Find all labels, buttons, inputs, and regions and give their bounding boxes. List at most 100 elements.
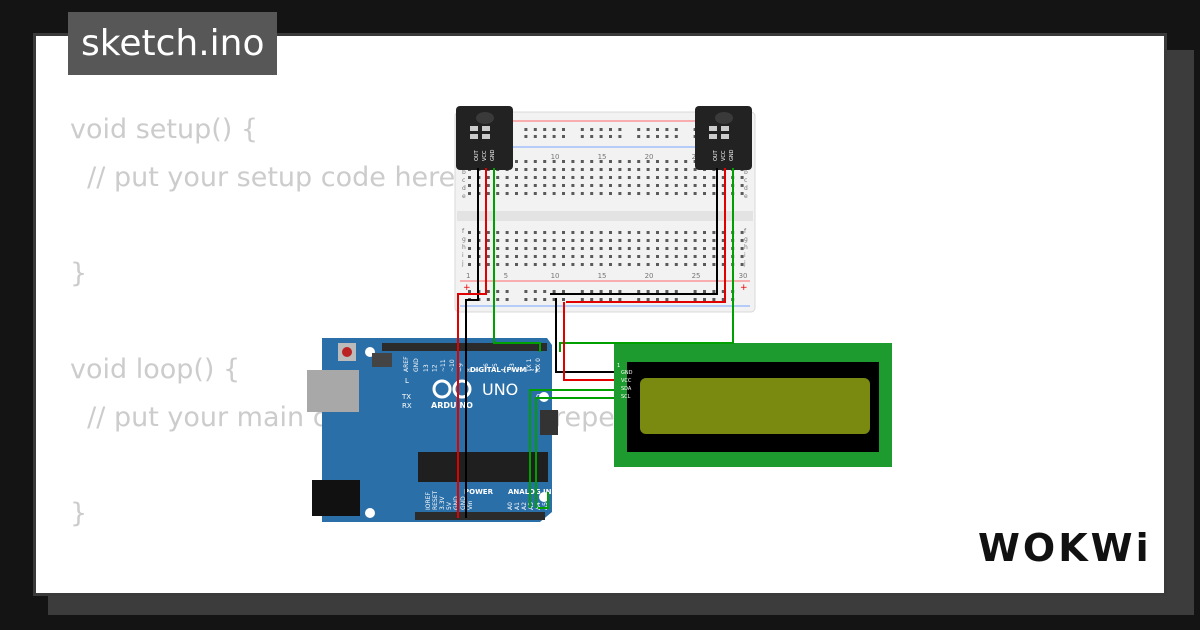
breadboard-hole[interactable] <box>571 255 575 258</box>
breadboard-hole[interactable] <box>468 184 471 187</box>
breadboard-hole[interactable] <box>552 176 556 179</box>
breadboard-hole[interactable] <box>486 176 490 179</box>
breadboard-hole[interactable] <box>665 231 669 234</box>
breadboard-hole[interactable] <box>590 290 594 293</box>
breadboard-hole[interactable] <box>618 239 622 242</box>
breadboard-hole[interactable] <box>693 247 697 250</box>
breadboard-hole[interactable] <box>674 160 678 163</box>
breadboard-hole[interactable] <box>533 168 537 171</box>
breadboard-hole[interactable] <box>496 184 500 187</box>
breadboard-hole[interactable] <box>562 168 565 171</box>
breadboard-hole[interactable] <box>627 160 631 163</box>
breadboard-hole[interactable] <box>580 128 584 131</box>
breadboard-hole[interactable] <box>618 176 622 179</box>
breadboard-hole[interactable] <box>580 231 584 234</box>
breadboard-hole[interactable] <box>590 135 594 138</box>
breadboard-hole[interactable] <box>543 135 547 138</box>
breadboard-hole[interactable] <box>665 168 669 171</box>
breadboard-hole[interactable] <box>646 298 650 301</box>
breadboard-hole[interactable] <box>627 184 631 187</box>
breadboard-hole[interactable] <box>543 168 547 171</box>
breadboard-hole[interactable] <box>712 184 716 187</box>
breadboard-hole[interactable] <box>637 168 641 171</box>
breadboard-hole[interactable] <box>637 239 641 242</box>
breadboard-hole[interactable] <box>627 176 631 179</box>
breadboard-hole[interactable] <box>515 192 518 195</box>
breadboard-hole[interactable] <box>496 247 500 250</box>
breadboard-hole[interactable] <box>693 192 697 195</box>
breadboard-hole[interactable] <box>712 231 716 234</box>
breadboard-hole[interactable] <box>590 192 594 195</box>
breadboard-hole[interactable] <box>712 255 716 258</box>
breadboard-hole[interactable] <box>562 160 565 163</box>
breadboard-hole[interactable] <box>665 184 669 187</box>
breadboard-hole[interactable] <box>543 160 547 163</box>
breadboard-hole[interactable] <box>543 298 547 301</box>
breadboard-hole[interactable] <box>552 192 556 195</box>
breadboard-hole[interactable] <box>665 298 669 301</box>
breadboard-hole[interactable] <box>656 192 659 195</box>
breadboard-hole[interactable] <box>571 231 575 234</box>
breadboard-hole[interactable] <box>571 176 575 179</box>
breadboard-hole[interactable] <box>562 247 565 250</box>
breadboard-hole[interactable] <box>552 231 556 234</box>
breadboard-hole[interactable] <box>637 184 641 187</box>
breadboard-hole[interactable] <box>599 239 603 242</box>
breadboard-hole[interactable] <box>609 168 612 171</box>
breadboard-hole[interactable] <box>712 298 716 301</box>
breadboard-hole[interactable] <box>524 192 528 195</box>
breadboard-hole[interactable] <box>646 128 650 131</box>
breadboard-hole[interactable] <box>505 184 509 187</box>
breadboard-hole[interactable] <box>637 290 641 293</box>
breadboard-hole[interactable] <box>468 290 471 293</box>
breadboard-hole[interactable] <box>627 263 631 266</box>
breadboard-hole[interactable] <box>693 176 697 179</box>
breadboard-hole[interactable] <box>543 184 547 187</box>
breadboard-hole[interactable] <box>590 255 594 258</box>
breadboard-hole[interactable] <box>674 168 678 171</box>
breadboard-hole[interactable] <box>656 255 659 258</box>
breadboard-hole[interactable] <box>703 298 706 301</box>
breadboard-hole[interactable] <box>524 168 528 171</box>
breadboard-hole[interactable] <box>590 160 594 163</box>
breadboard-hole[interactable] <box>609 239 612 242</box>
breadboard-hole[interactable] <box>703 176 706 179</box>
breadboard-hole[interactable] <box>637 128 641 131</box>
breadboard-hole[interactable] <box>486 255 490 258</box>
breadboard-hole[interactable] <box>703 290 706 293</box>
breadboard-hole[interactable] <box>562 263 565 266</box>
breadboard-hole[interactable] <box>505 290 509 293</box>
breadboard-hole[interactable] <box>562 184 565 187</box>
breadboard-hole[interactable] <box>721 176 725 179</box>
breadboard-hole[interactable] <box>609 298 612 301</box>
breadboard-hole[interactable] <box>543 231 547 234</box>
breadboard-hole[interactable] <box>637 135 641 138</box>
breadboard-hole[interactable] <box>505 298 509 301</box>
breadboard-hole[interactable] <box>580 184 584 187</box>
breadboard-hole[interactable] <box>674 135 678 138</box>
breadboard-hole[interactable] <box>524 184 528 187</box>
breadboard-hole[interactable] <box>656 290 659 293</box>
breadboard-hole[interactable] <box>618 192 622 195</box>
breadboard-hole[interactable] <box>524 135 528 138</box>
breadboard-hole[interactable] <box>665 263 669 266</box>
breadboard-hole[interactable] <box>571 263 575 266</box>
breadboard-hole[interactable] <box>674 290 678 293</box>
breadboard-hole[interactable] <box>674 231 678 234</box>
breadboard-hole[interactable] <box>533 290 537 293</box>
breadboard-hole[interactable] <box>712 239 716 242</box>
breadboard-hole[interactable] <box>712 176 716 179</box>
breadboard-hole[interactable] <box>571 168 575 171</box>
breadboard-hole[interactable] <box>665 160 669 163</box>
breadboard-hole[interactable] <box>693 298 697 301</box>
breadboard-hole[interactable] <box>505 192 509 195</box>
breadboard-hole[interactable] <box>590 298 594 301</box>
breadboard-hole[interactable] <box>656 298 659 301</box>
breadboard-hole[interactable] <box>627 231 631 234</box>
breadboard-hole[interactable] <box>468 192 471 195</box>
breadboard-hole[interactable] <box>571 184 575 187</box>
breadboard-hole[interactable] <box>721 231 725 234</box>
breadboard-hole[interactable] <box>740 247 744 250</box>
breadboard-hole[interactable] <box>627 192 631 195</box>
